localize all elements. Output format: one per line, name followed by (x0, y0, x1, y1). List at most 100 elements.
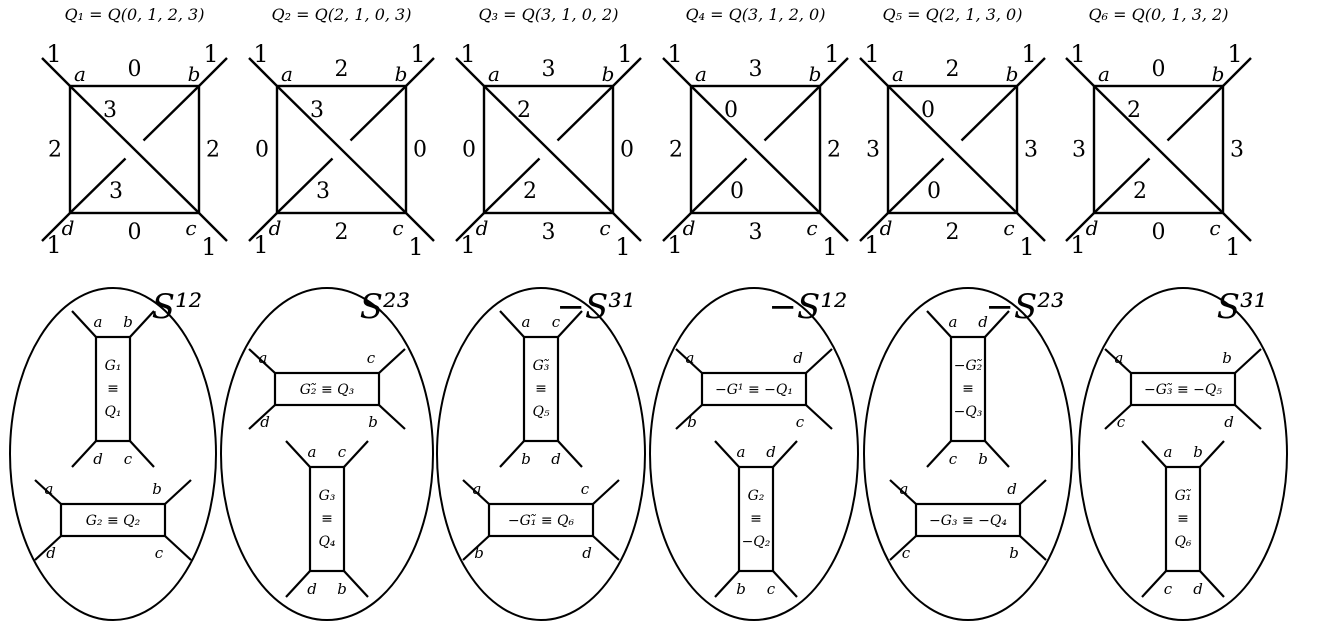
leg-br (1019, 535, 1047, 561)
external-label-d: 1 (667, 231, 682, 259)
box-frame (949, 335, 987, 443)
box-frame (1129, 371, 1237, 407)
edge-label-left: 2 (48, 138, 62, 163)
square-frame (275, 84, 408, 215)
external-label-d: 1 (46, 231, 61, 259)
corner-label-bl: b (736, 580, 746, 598)
box-content-top: G₁ (105, 358, 122, 374)
edge-label-top: 0 (128, 57, 142, 82)
external-label-a: 1 (667, 40, 682, 68)
external-label-c: 1 (1225, 233, 1240, 261)
external-label-a: 1 (253, 40, 268, 68)
box-content-equiv: ≡ (962, 381, 974, 397)
leg-bl (71, 440, 97, 468)
box-content-top: −G₂̃ (954, 358, 983, 374)
edge-label-right: 2 (827, 138, 841, 163)
corner-label-bl: d (46, 544, 56, 562)
leg-bl (1104, 404, 1132, 430)
external-label-c: 1 (408, 233, 423, 261)
external-leg-d (662, 212, 692, 242)
vertex-label-d: d (62, 216, 75, 240)
box-content-top: G₃̃ (533, 358, 550, 374)
edge-label-left: 2 (669, 138, 683, 163)
leg-tr (805, 348, 833, 374)
external-leg-b (612, 57, 642, 87)
leg-bl (926, 440, 952, 468)
vertex-label-c: c (185, 216, 196, 240)
leg-br (343, 570, 369, 598)
edge-label-diag-lower: 0 (730, 179, 744, 204)
external-leg-a (455, 57, 485, 87)
diagonal-ac (483, 85, 614, 214)
external-label-a: 1 (864, 40, 879, 68)
external-label-d: 1 (253, 231, 268, 259)
external-label-a: 1 (460, 40, 475, 68)
external-label-a: 1 (46, 40, 61, 68)
box-frame (737, 465, 775, 573)
leg-tl (34, 479, 62, 505)
corner-label-tl: a (45, 480, 54, 498)
edge-label-left: 0 (462, 138, 476, 163)
corner-label-br: b (978, 450, 988, 468)
external-label-b: 1 (203, 40, 218, 68)
edge-label-bottom: 2 (335, 220, 349, 245)
leg-tr (1234, 348, 1262, 374)
leg-br (378, 404, 406, 430)
vertex-label-a: a (488, 62, 500, 86)
box-frame (522, 335, 560, 443)
square-frame (482, 84, 615, 215)
external-leg-d (455, 212, 485, 242)
external-leg-c (1222, 212, 1252, 242)
external-leg-d (248, 212, 278, 242)
diagram-title: Q₆ = Q(0, 1, 3, 2) (1089, 5, 1229, 24)
vertex-label-a: a (1098, 62, 1110, 86)
vertex-label-c: c (392, 216, 403, 240)
external-label-c: 1 (822, 233, 837, 261)
edge-label-left: 3 (866, 138, 880, 163)
edge-label-diag-upper: 2 (517, 98, 531, 123)
corner-label-tr: c (367, 349, 376, 367)
vertex-label-c: c (599, 216, 610, 240)
edge-label-diag-upper: 0 (724, 98, 738, 123)
external-label-c: 1 (615, 233, 630, 261)
external-label-b: 1 (1021, 40, 1036, 68)
edge-label-diag-upper: 3 (103, 98, 117, 123)
leg-tl (889, 479, 917, 505)
external-leg-a (662, 57, 692, 87)
box-content: −G₁̃ ≡ Q₆ (508, 513, 575, 529)
external-label-b: 1 (617, 40, 632, 68)
corner-label-bl: c (1117, 413, 1126, 431)
edge-label-top: 3 (749, 57, 763, 82)
diagonal-bd-upper (349, 85, 407, 142)
external-leg-b (819, 57, 849, 87)
external-leg-c (819, 212, 849, 242)
external-label-b: 1 (824, 40, 839, 68)
diagonal-ac (1093, 85, 1224, 214)
group-ellipse (436, 287, 646, 621)
diagonal-ac (276, 85, 407, 214)
diagonal-ac (69, 85, 200, 214)
leg-tr (772, 440, 798, 468)
diagonal-bd-lower (1093, 157, 1151, 214)
diagram-title: Q₁ = Q(0, 1, 2, 3) (65, 5, 205, 24)
leg-tl (499, 310, 525, 338)
vertex-label-c: c (1003, 216, 1014, 240)
leg-tr (557, 310, 583, 338)
corner-label-bl: d (260, 413, 270, 431)
box-content-top: G₃ (319, 488, 336, 504)
diagonal-bd-lower (69, 157, 127, 214)
external-label-d: 1 (1070, 231, 1085, 259)
corner-label-tr: d (978, 313, 988, 331)
edge-label-left: 3 (1072, 138, 1086, 163)
edge-label-diag-lower: 3 (109, 179, 123, 204)
edge-label-top: 2 (946, 57, 960, 82)
